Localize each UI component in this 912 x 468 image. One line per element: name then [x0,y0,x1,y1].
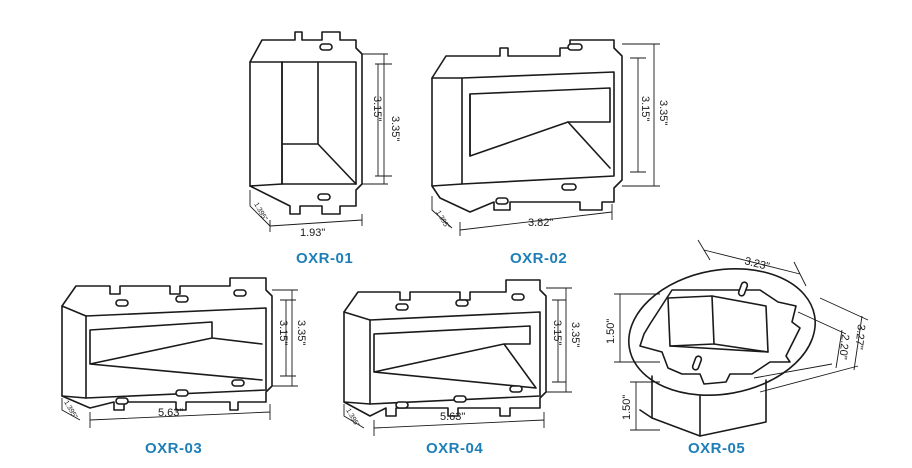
oxr-01-depth: 1.395" [252,202,268,223]
oxr-05-opening: 2.20" [836,334,851,361]
oxr-05-ring-width: 3.23" [743,255,771,273]
oxr-03-outer-height: 3.35" [295,320,307,345]
model-label-oxr-01: OXR-01 [296,250,353,267]
oxr-05-depth-bottom: 1.50" [621,395,633,420]
oxr-03-inner-height: 3.15" [277,320,289,345]
oxr-02-outer-height: 3.35" [657,100,669,125]
box-oxr-02 [431,39,660,236]
model-label-oxr-03: OXR-03 [145,440,202,457]
oxr-01-outer-height: 3.35" [389,116,401,141]
model-label-oxr-02: OXR-02 [510,250,567,267]
oxr-03-width: 5.63" [158,407,183,419]
oxr-04-outer-height: 3.35" [569,322,581,347]
model-label-oxr-04: OXR-04 [426,440,483,457]
oxr-05-depth-top: 1.50" [605,319,617,344]
model-label-oxr-05: OXR-05 [688,440,745,457]
oxr-01-width: 1.93" [300,227,325,239]
box-oxr-05 [614,239,869,437]
oxr-05-ring-height: 3.27" [852,324,867,351]
oxr-04-inner-height: 3.15" [551,320,563,345]
oxr-02-depth: 1.395" [434,210,450,231]
oxr-02-inner-height: 3.15" [639,96,651,121]
oxr-04-width: 5.63" [440,411,465,423]
box-oxr-04 [343,279,572,436]
oxr-01-inner-height: 3.15" [371,96,383,121]
box-oxr-03 [61,277,298,428]
oxr-02-width: 3.82" [528,217,553,229]
box-oxr-01 [249,31,392,232]
